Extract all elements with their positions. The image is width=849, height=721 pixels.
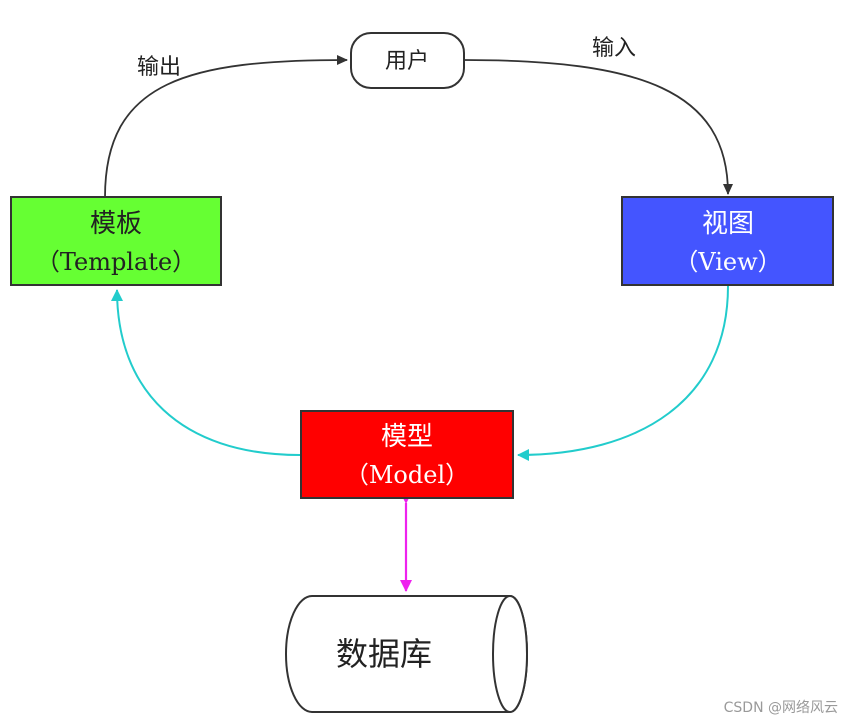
node-template: 模板 （Template） [10, 196, 222, 286]
node-view: 视图 （View） [621, 196, 834, 286]
node-view-subtitle: （View） [674, 248, 781, 276]
node-view-title: 视图 [702, 209, 754, 239]
node-user: 用户 [350, 32, 465, 89]
watermark: CSDN @网络风云 [724, 700, 838, 716]
edge-model-to-template [111, 289, 301, 456]
edge-user-to-view [463, 59, 733, 195]
edge-template-to-user [104, 55, 348, 198]
node-template-subtitle: （Template） [36, 248, 196, 276]
node-database: 数据库 [285, 595, 528, 713]
edge-label-output: 输出 [137, 55, 181, 80]
node-user-label: 用户 [385, 49, 429, 74]
node-model-subtitle: （Model） [345, 461, 469, 489]
node-model-title: 模型 [381, 422, 433, 452]
edge-view-to-model [517, 285, 729, 461]
node-database-label: 数据库 [336, 635, 432, 673]
edge-label-input: 输入 [592, 36, 636, 61]
node-model: 模型 （Model） [300, 410, 514, 499]
node-template-title: 模板 [90, 209, 142, 239]
